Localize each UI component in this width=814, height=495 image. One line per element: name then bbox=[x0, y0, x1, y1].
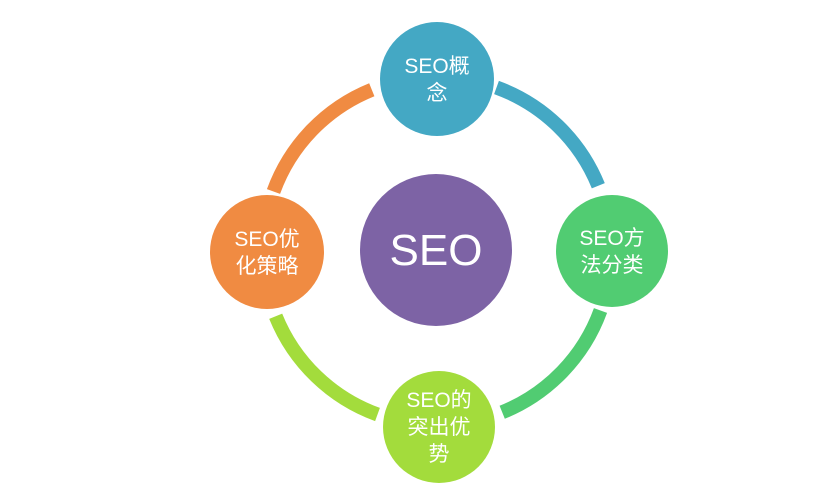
node-circle-top bbox=[380, 22, 494, 136]
node-label-right-line2: 法分类 bbox=[581, 254, 644, 277]
node-circle-right bbox=[556, 195, 668, 307]
node-label-top-line1: SEO概 bbox=[404, 55, 469, 78]
node-label-left-line2: 化策略 bbox=[236, 255, 299, 278]
arc-left-to-top bbox=[266, 83, 375, 194]
node-label-bottom-line2: 突出优 bbox=[408, 416, 471, 439]
node-circle-bottom bbox=[383, 371, 495, 483]
node-label-right-line1: SEO方 bbox=[579, 227, 644, 250]
center-label: SEO bbox=[390, 226, 483, 275]
arc-top-to-right bbox=[494, 80, 605, 189]
node-label-bottom-line3: 势 bbox=[429, 443, 450, 466]
node-label-bottom-line1: SEO的 bbox=[406, 389, 471, 412]
node-circle-left bbox=[210, 195, 324, 309]
arc-right-to-bottom bbox=[499, 308, 608, 419]
node-label-left-line1: SEO优 bbox=[234, 228, 299, 251]
node-label-top-line2: 念 bbox=[427, 82, 448, 105]
arc-bottom-to-left bbox=[269, 313, 380, 422]
center-circle bbox=[360, 174, 512, 326]
